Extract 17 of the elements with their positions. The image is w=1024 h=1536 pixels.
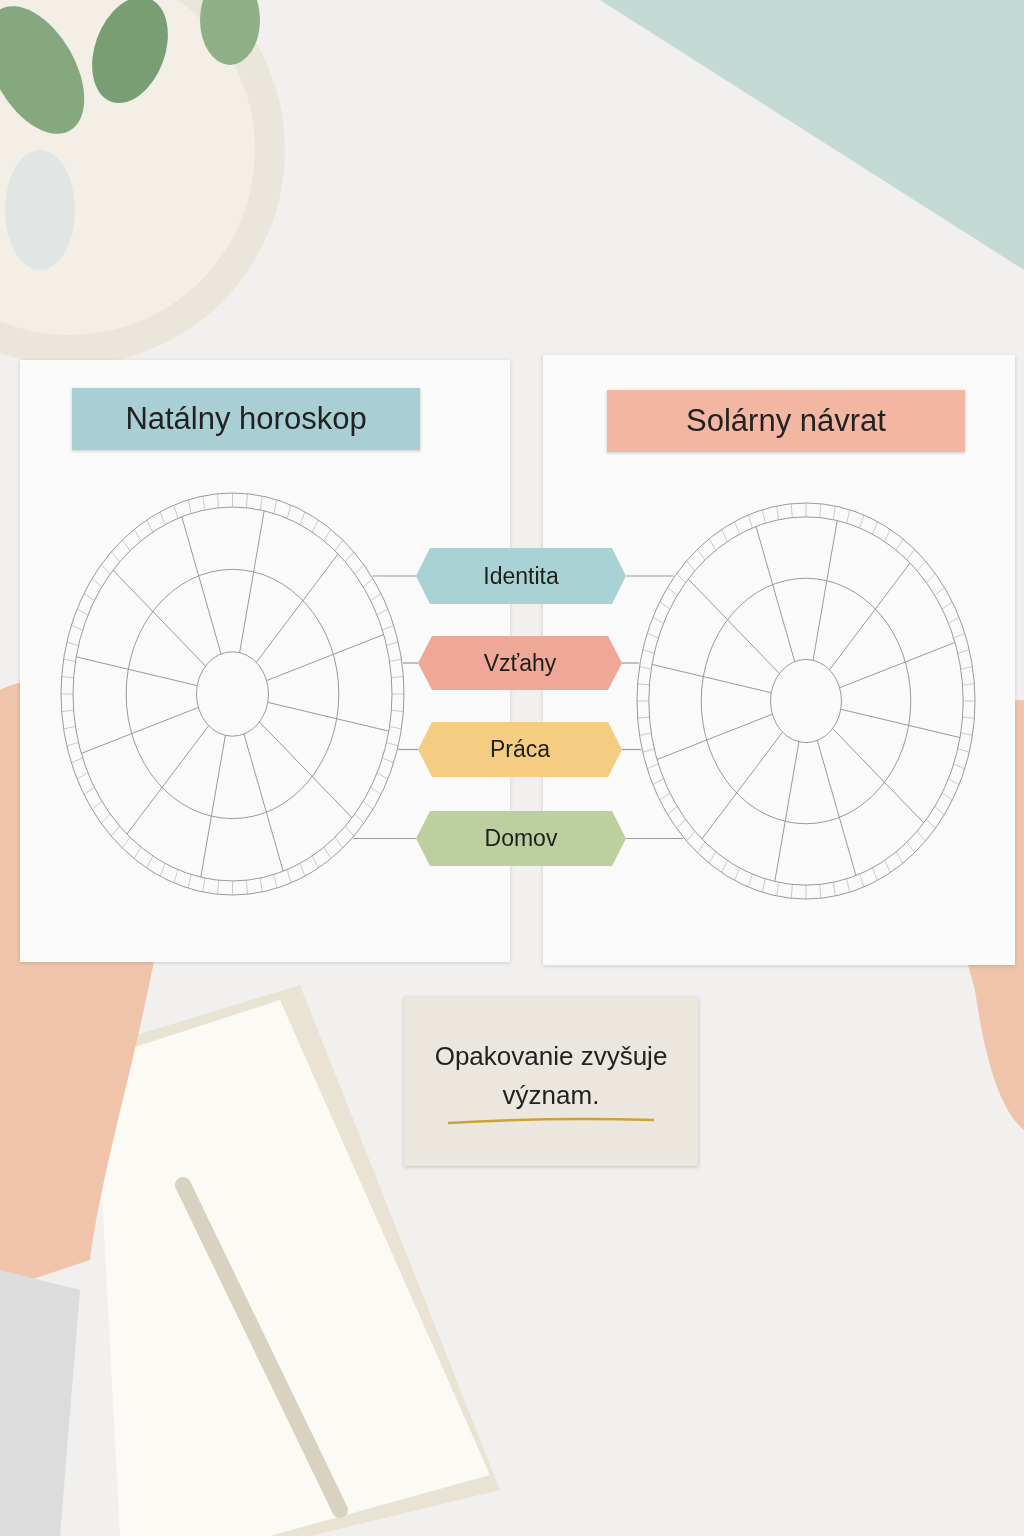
chart-wheel-drawing [636, 502, 976, 900]
note-card: Opakovanie zvyšuje význam. [404, 997, 698, 1166]
connector-line [402, 662, 419, 664]
tag-label: Domov [416, 811, 626, 866]
connector-line [625, 575, 675, 577]
connector-line [397, 748, 419, 751]
chart-wheel-drawing [60, 492, 405, 896]
connector-line [352, 837, 417, 840]
connector-line [621, 748, 642, 751]
heading-label: Solárny návrat [607, 390, 965, 452]
connector-line [625, 837, 684, 840]
tag-label: Práca [418, 722, 622, 777]
tag-label: Vzťahy [418, 636, 622, 690]
heading-label: Natálny horoskop [72, 388, 420, 450]
tag-label: Identita [416, 548, 626, 604]
connector-line [621, 662, 640, 664]
connector-line [371, 575, 417, 577]
